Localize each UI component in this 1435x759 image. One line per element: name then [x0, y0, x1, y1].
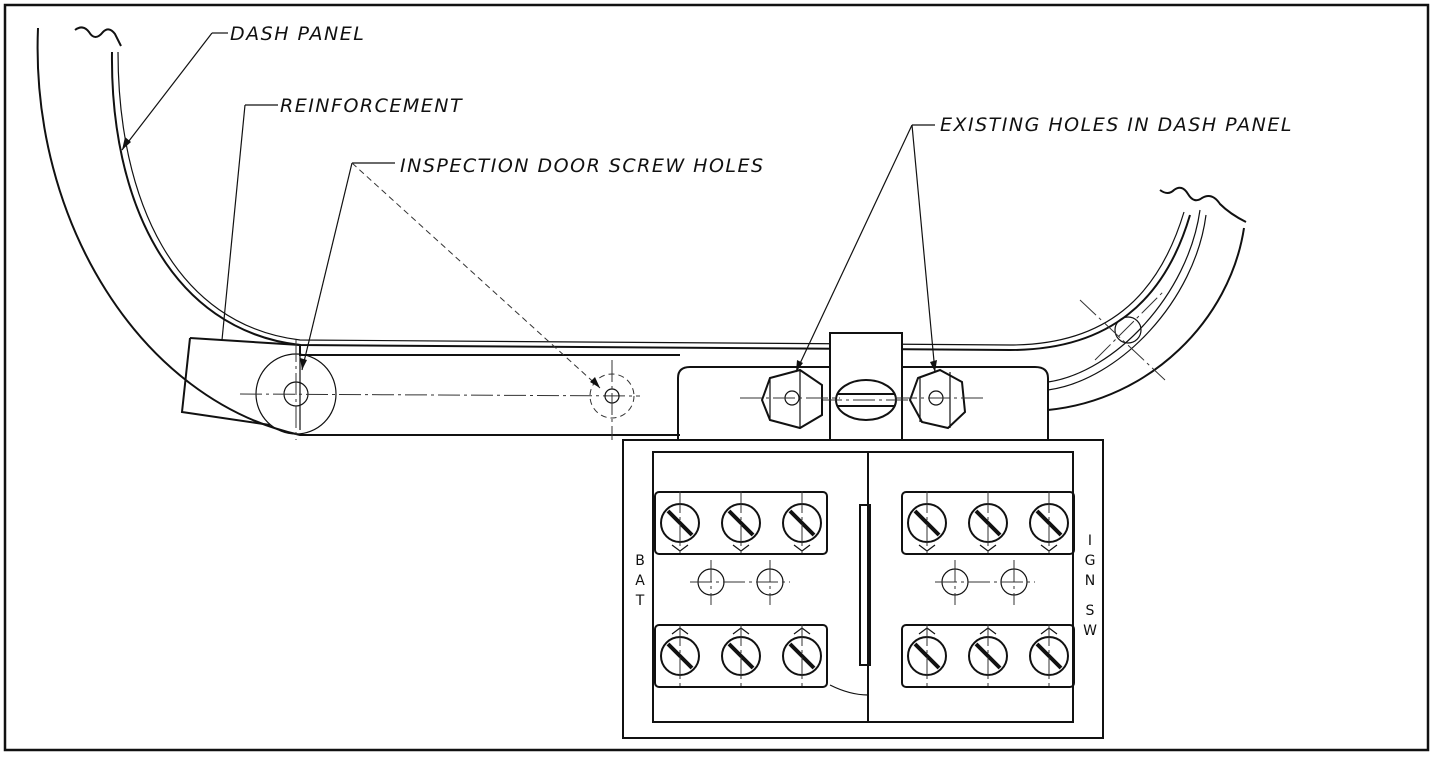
inspection-holes-label: INSPECTION DOOR SCREW HOLES	[400, 155, 765, 177]
terminal-screw	[907, 624, 947, 688]
terminal-screw	[907, 491, 947, 555]
terminal-screw	[721, 491, 761, 555]
terminal-screw	[660, 624, 700, 688]
terminal-screw	[721, 624, 761, 688]
terminal-screw	[968, 491, 1008, 555]
terminal-screw	[1029, 491, 1069, 555]
mounting-bracket	[677, 332, 1049, 441]
reinforcement-plate	[180, 337, 680, 440]
dash-panel	[36, 26, 1247, 436]
terminal-screw	[968, 624, 1008, 688]
existing-holes-label: EXISTING HOLES IN DASH PANEL	[940, 114, 1293, 136]
terminal-block	[622, 439, 1104, 739]
drawing-border	[3, 3, 1430, 752]
terminal-screw	[782, 624, 822, 688]
terminal-screw	[782, 491, 822, 555]
terminal-screw	[1029, 624, 1069, 688]
terminal-screw	[660, 491, 700, 555]
dash-panel-label: DASH PANEL	[230, 23, 365, 45]
leader-lines	[121, 32, 937, 389]
reinforcement-label: REINFORCEMENT	[280, 95, 463, 117]
